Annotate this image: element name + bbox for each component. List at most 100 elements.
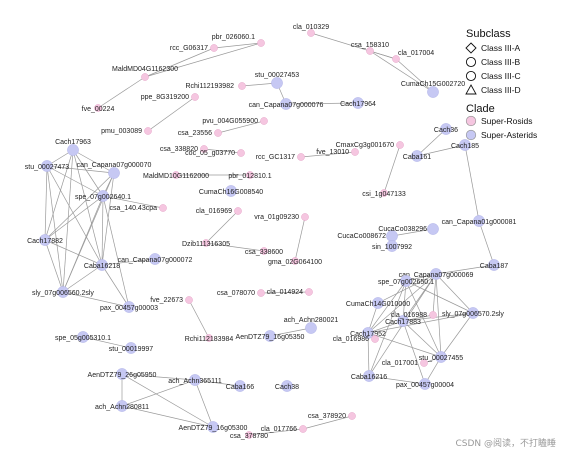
node-label: MaldMD04G1162300 [112, 66, 178, 73]
network-node: csa_338600 [245, 247, 283, 256]
node-marker [420, 359, 428, 367]
network-node: fve_22673 [150, 296, 193, 304]
edge [62, 291, 130, 308]
node-label: cla_016969 [196, 208, 232, 215]
node-marker [237, 149, 245, 157]
node-marker [380, 189, 388, 197]
network-node: Cach17883 [385, 315, 421, 327]
network-node: cla_016986 [333, 335, 379, 343]
network-node: stu_00027455 [419, 351, 463, 363]
node-label: can_Capana01g000081 [442, 219, 517, 226]
network-node: pax_00457g00004 [396, 378, 454, 390]
edge [46, 165, 104, 197]
node-label: pax_00457g00003 [100, 305, 158, 312]
edge [402, 320, 426, 385]
network-node: Rchi112183984 [185, 334, 234, 343]
node-label: coc_05_g03770 [185, 150, 235, 157]
node-label: MaldMD10G1162000 [143, 173, 209, 180]
network-node: AenDTZ79_16g05300 [179, 421, 248, 433]
edge [377, 273, 437, 304]
node-label: stu_00027473 [25, 164, 69, 171]
network-node: can_Capana07g000070 [77, 162, 152, 179]
node-label: Caba16218 [84, 263, 120, 270]
edge [367, 320, 404, 334]
node-marker [116, 368, 128, 380]
network-node: can_Capana07g000076 [249, 98, 323, 110]
node-label: sly_07g006560.2sly [32, 290, 94, 297]
edge [294, 216, 306, 262]
legend-circle-icon [465, 56, 477, 68]
network-node: AenDTZ79_26g05950 [88, 368, 157, 380]
node-marker [125, 342, 137, 354]
node-marker [141, 73, 149, 81]
legend-subclass-item: Class III-A [481, 43, 521, 53]
legend-clade-item: Super-Asterids [481, 130, 537, 140]
node-label: pbr_026060.1 [212, 34, 255, 41]
node-label: ach_Achn280811 [95, 404, 149, 411]
edge [369, 50, 434, 93]
edge [402, 320, 442, 358]
node-marker [57, 286, 69, 298]
network-node: cla_014924 [267, 288, 313, 296]
edge [72, 149, 104, 197]
node-marker [371, 335, 379, 343]
legend-diamond-icon [465, 42, 477, 54]
node-label: Caba161 [403, 154, 432, 161]
node-label: ppe_8G319200 [141, 94, 189, 101]
node-marker [191, 93, 199, 101]
node-marker [260, 117, 268, 125]
network-node: Cach38 [275, 380, 299, 392]
network-node: coc_05_g03770 [185, 149, 245, 157]
network-node: cla_017004 [392, 50, 434, 63]
network-node: CumaCh16G008540 [199, 185, 263, 197]
network-node: AenDTZ79_16g05350 [236, 330, 305, 342]
network-node: Cach185 [451, 139, 479, 151]
edge [121, 373, 214, 428]
node-label: Rchi112183984 [185, 336, 234, 343]
node-marker [351, 148, 359, 156]
network-node: Caba187 [480, 259, 508, 271]
node-marker [210, 44, 218, 52]
legend-subclass-item: Class III-D [481, 85, 521, 95]
network-node: pmu_003089 [101, 127, 152, 135]
node-marker [214, 129, 222, 137]
node-marker [205, 334, 213, 342]
node-label: can_Capana07g000070 [77, 162, 152, 169]
network-node: ach_Achn280811 [95, 400, 149, 412]
edge [205, 242, 265, 252]
edge [416, 128, 447, 157]
node-marker [348, 412, 356, 420]
edge [205, 210, 239, 244]
edge [72, 149, 115, 174]
edge [368, 280, 407, 377]
node-marker [299, 425, 307, 433]
node-marker [366, 47, 374, 55]
node-label: csa_338600 [245, 249, 283, 256]
node-marker [257, 39, 265, 47]
node-label: cla_014924 [267, 289, 303, 296]
network-node: csa_378780 [230, 431, 268, 440]
network-node: Cach17952 [350, 327, 386, 339]
node-label: spe_07g002640.1 [75, 194, 131, 201]
node-marker [488, 259, 500, 271]
edge [435, 264, 495, 275]
network-node: ppe_8G319200 [141, 93, 199, 101]
node-label: gma_02G064100 [268, 259, 322, 266]
node-label: cla_016988 [391, 312, 427, 319]
node-marker [67, 144, 79, 156]
network-node: can_Capana01g000081 [442, 215, 517, 227]
node-label: spe_07g002650.1 [378, 279, 434, 286]
node-label: csa_378780 [230, 433, 268, 440]
node-marker [363, 370, 375, 382]
network-node: can_Capana07g000069 [399, 268, 473, 280]
network-node: ach_Achn280021 [284, 317, 338, 334]
node-label: Cach17883 [385, 319, 421, 326]
network-node: pvu_004G055900 [202, 117, 268, 125]
edge [367, 332, 442, 358]
node-marker [305, 288, 313, 296]
network-node: stu_00027473 [25, 160, 69, 172]
network-node: csa_140.43cpa [110, 204, 167, 212]
node-marker [172, 171, 180, 179]
legend-triangle-icon [465, 84, 477, 95]
node-marker [246, 171, 254, 179]
